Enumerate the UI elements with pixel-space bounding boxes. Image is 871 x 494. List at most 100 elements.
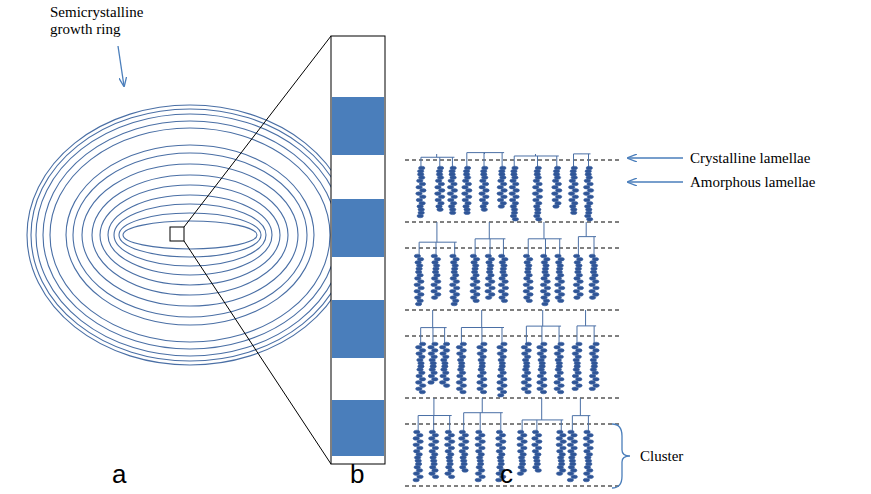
chain-branch	[484, 153, 485, 154]
double-helix	[432, 440, 438, 444]
double-helix	[417, 214, 423, 218]
chain-branch	[419, 242, 420, 256]
double-helix	[498, 283, 504, 287]
double-helix	[419, 342, 425, 346]
double-helix	[443, 384, 449, 388]
chain-branch	[528, 238, 561, 239]
chain-branch	[585, 310, 586, 326]
chain-branch	[522, 419, 563, 420]
chain-branch	[418, 415, 452, 416]
panel-letter: c	[500, 460, 513, 489]
amylopectin-clusters	[405, 153, 620, 486]
double-helix	[589, 283, 595, 287]
double-helix	[527, 286, 533, 290]
chain-branch	[559, 239, 560, 256]
leader-arrow	[628, 157, 683, 158]
double-helix	[502, 286, 508, 290]
chain-branch	[432, 328, 433, 344]
double-helix	[577, 286, 583, 290]
double-helix	[498, 393, 504, 397]
double-helix	[523, 283, 529, 287]
leader-arrow	[628, 181, 683, 182]
chain-branch	[433, 416, 434, 432]
double-helix	[501, 299, 507, 303]
callout-label: Crystalline lamellae	[690, 150, 810, 167]
double-helix	[517, 472, 523, 476]
chain-branch	[572, 416, 573, 432]
double-helix	[481, 208, 487, 212]
growth-ring	[43, 121, 337, 349]
chain-branch	[480, 413, 481, 432]
zoom-square	[170, 227, 184, 241]
double-helix	[571, 475, 577, 479]
chain-branch	[576, 326, 577, 344]
double-helix	[428, 381, 434, 385]
double-helix	[451, 302, 457, 306]
double-helix	[558, 342, 564, 346]
double-helix	[567, 478, 573, 482]
chain-branch	[420, 328, 421, 344]
double-helix	[416, 381, 422, 385]
chain-branch	[542, 310, 543, 326]
double-helix	[420, 189, 426, 193]
growth-ring	[123, 221, 257, 249]
chain-branch	[573, 154, 574, 168]
growth-ring	[50, 128, 330, 342]
double-helix	[466, 189, 472, 193]
chain-branch	[484, 153, 485, 168]
double-helix	[475, 478, 481, 482]
double-helix	[587, 475, 593, 479]
double-helix	[418, 286, 424, 290]
double-helix	[501, 189, 507, 193]
double-helix	[521, 440, 527, 444]
callout-label: Amorphous lamellae	[690, 174, 815, 191]
double-helix	[572, 189, 578, 193]
chain-branch	[580, 398, 581, 416]
double-helix	[583, 437, 589, 441]
zoom-line	[184, 36, 331, 227]
double-helix	[448, 440, 454, 444]
double-helix	[587, 189, 593, 193]
double-helix	[456, 381, 462, 385]
double-helix	[589, 381, 595, 385]
double-helix	[554, 381, 560, 385]
chain-branch	[500, 413, 501, 432]
chain-branch	[461, 327, 504, 328]
double-helix	[419, 390, 425, 394]
double-helix	[437, 208, 443, 212]
double-helix	[498, 205, 504, 209]
double-helix	[417, 440, 423, 444]
double-helix	[439, 189, 445, 193]
double-helix	[571, 211, 577, 215]
double-helix	[540, 390, 546, 394]
double-helix	[450, 283, 456, 287]
double-helix	[496, 437, 502, 441]
lamella-boundary	[405, 248, 620, 249]
double-helix	[587, 217, 593, 221]
chain-branch	[449, 416, 450, 432]
double-helix	[537, 381, 543, 385]
chain-branch	[581, 153, 582, 154]
chain-branch	[545, 239, 546, 256]
chain-branch	[436, 242, 437, 256]
double-helix	[540, 283, 546, 287]
double-helix	[443, 342, 449, 346]
chain-branch	[490, 239, 491, 256]
chain-branch	[535, 154, 536, 156]
growth-ring	[73, 153, 307, 317]
chain-branch	[421, 327, 447, 328]
double-helix	[555, 283, 561, 287]
double-helix	[432, 342, 438, 346]
chain-branch	[475, 238, 505, 239]
growth-ring	[92, 175, 288, 295]
double-helix	[431, 283, 437, 287]
chain-branch	[574, 153, 591, 154]
double-helix	[459, 437, 465, 441]
chain-branch	[502, 153, 503, 168]
double-helix	[572, 381, 578, 385]
chain-branch	[594, 326, 595, 344]
double-helix	[536, 440, 542, 444]
chain-branch	[578, 237, 579, 256]
chain-branch	[588, 154, 589, 168]
